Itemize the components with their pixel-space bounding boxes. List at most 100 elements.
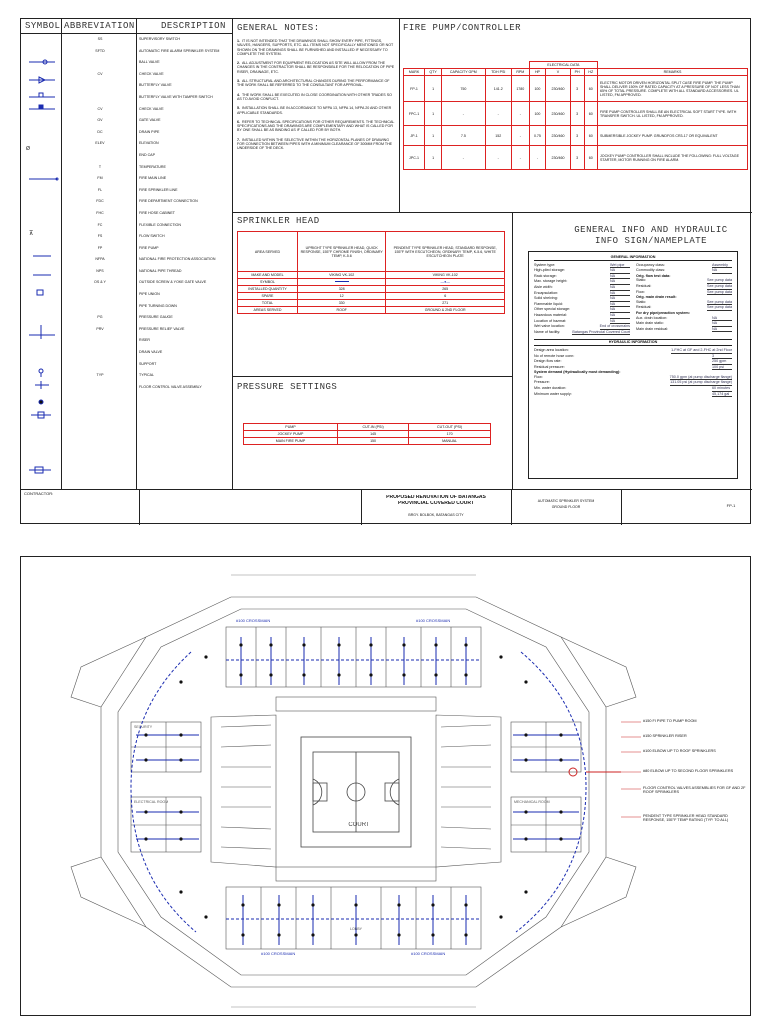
fp-hz: 60 [583, 125, 598, 146]
fp-gpm: 750 [441, 75, 486, 102]
fp-col-mark: MARK [403, 68, 426, 76]
legend-desc: PRESSURE RELIEF VALVE [139, 326, 185, 331]
legend-desc: SUPERVISORY SWITCH [139, 37, 180, 41]
legend-abbr [65, 83, 135, 95]
legend-symbols: Ø ⊼ [26, 59, 59, 474]
contractor-label: CONTRACTOR: [24, 491, 54, 496]
info-row: Aux. drain location:NA [636, 316, 732, 322]
legend-divider-3 [232, 19, 233, 489]
legend-desc: BUTTERFLY VALVE WITH TAMPER SWITCH [139, 94, 213, 99]
sh-pendent-value: 6 [385, 292, 505, 300]
legend-desc: CHECK VALVE [139, 71, 164, 76]
tb-divider [621, 489, 622, 525]
legend-header-rule [21, 33, 232, 34]
notes-divider [399, 19, 400, 212]
fire-pump-title: FIRE PUMP/CONTROLLER [403, 23, 522, 33]
legend-desc: FIRE MAIN LINE [139, 176, 167, 181]
legend-abbr [65, 95, 135, 107]
general-note: 1.IT IS NOT INTENDED THAT THE DRAWINGS S… [237, 39, 394, 56]
sh-pendent-value: 271 [385, 299, 505, 307]
legend-abbr: T [98, 164, 102, 169]
sh-upright-value: 330 [296, 299, 387, 307]
svg-text:⊼: ⊼ [29, 230, 33, 237]
fp-psi: - [484, 145, 512, 170]
project-location: BRGY. BOLBOK, BATANGAS CITY [408, 513, 464, 517]
notes-bottom-rule [232, 212, 752, 213]
legend-divider-1 [61, 19, 62, 489]
hydraulic-info-rows: Design area location:1-FHC at GF and 2-F… [534, 348, 732, 398]
info-row: Pressure:131.05 psi (at pump discharge f… [534, 380, 732, 387]
ps-cut-in: 145 [336, 430, 410, 438]
fp-hz: 60 [583, 145, 598, 170]
general-info-title-1: GENERAL INFO AND HYDRAULIC [574, 225, 728, 235]
general-note: 6.REFER TO TECHNICAL SPECIFICATIONS FOR … [237, 119, 395, 133]
legend-desc: FLOW SWITCH [139, 234, 165, 239]
legend-abbr: PG [97, 315, 103, 320]
general-information-heading: GENERAL INFORMATION [534, 255, 732, 261]
general-note: 2.ALL ADJUSTMENT FOR EQUIPMENT RELOCATIO… [237, 61, 395, 74]
general-note: 3.ALL STRUCTURAL AND ARCHITECTURAL CHANG… [237, 79, 390, 88]
info-row: Design flow rate:250 gpm [534, 359, 732, 365]
sh-label: MAKE AND MODEL [237, 271, 298, 279]
sprinkler-head-title: SPRINKLER HEAD [237, 216, 320, 226]
fp-gpm: - [441, 145, 486, 170]
top-rooms-block [225, 626, 482, 688]
sh-upright-value: VIKING VK-102 [296, 271, 387, 279]
fp-v: 230/460 [545, 145, 571, 170]
fp-col-v: V [545, 68, 571, 76]
sprinkler-heads [144, 643, 563, 937]
sh-col-upright: UPRIGHT TYPE SPRINKLER HEAD, QUICK RESPO… [296, 231, 387, 272]
sh-upright-symbol [296, 278, 387, 286]
ps-pump: MAIN FIRE PUMP [243, 437, 338, 445]
titleblock-rule [21, 489, 752, 490]
fp-v: 230/460 [545, 125, 571, 146]
legend-abbreviation-column: SS SFTD CV CV GV DC ELEV T FM FL FDC FHC… [65, 37, 135, 396]
legend-abbr: FP [97, 245, 103, 250]
seating-top [275, 696, 437, 712]
fp-col-psi: TDH PSI [484, 68, 512, 76]
legend-abbr: PRV [96, 326, 104, 331]
general-note: 5.INSTALLATION SHALL BE IN ACCORDANCE TO… [237, 106, 392, 115]
info-nameplate: GENERAL INFORMATION System type:Wet pipe… [528, 251, 738, 479]
legend-desc: FIRE DEPARTMENT CONNECTION [139, 199, 198, 204]
fp-col-rpm: RPM [510, 68, 530, 76]
general-note: 4.THE WORK SHALL BE EXECUTED IN CLOSE CO… [237, 92, 392, 101]
legend-desc: SUPPORT [139, 361, 157, 366]
legend-desc: ELEVATION [139, 141, 159, 146]
fp-mark: FPC-1 [403, 101, 426, 126]
fp-gpm: 7.5 [441, 125, 486, 146]
legend-desc: GATE VALVE [139, 118, 161, 123]
info-row: Encapsulation:NA [534, 291, 630, 297]
fp-ph: 3 [569, 75, 585, 102]
callout-floor-control-valves: FLOOR CONTROL VALVES ASSEMBLIES FOR GF A… [643, 786, 746, 795]
sheet-number: FP-1 [726, 503, 736, 508]
legend-desc: FLOOR CONTROL VALVE ASSEMBLY [139, 384, 202, 389]
sh-col-pendent: PENDENT TYPE SPRINKLER HEAD, STANDARD RE… [385, 231, 505, 272]
info-row: Static:See pump data [636, 278, 732, 284]
crossmain-label-bottom-right: #100 CROSSMAIN [411, 952, 446, 956]
info-divider [512, 212, 513, 489]
info-row: Residual:See pump data [636, 283, 732, 290]
legend-abbr: OS & Y [94, 280, 106, 285]
legend-header-abbreviation: ABBREVIATION [64, 21, 135, 31]
ps-cut-in: 150 [336, 437, 410, 445]
fp-hz: 60 [583, 101, 598, 126]
info-row: Aisle width:NA [534, 285, 630, 291]
fire-pump-table: ELECTRICAL DATA MARK QTY CAPACITY GPM TD… [403, 61, 748, 170]
court-label: COURT [348, 822, 370, 828]
tb-divider [361, 489, 362, 525]
info-row: Flow:750.0 gpm (at pump discharge flange… [534, 374, 732, 381]
legend-abbr: NFPA [95, 257, 105, 262]
fp-mark: FP-1 [403, 75, 426, 102]
upright-sprinkler-icon [334, 281, 349, 282]
legend-desc: PRESSURE GAUGE [139, 315, 173, 320]
fp-gpm: - [441, 101, 486, 126]
sheet-title-1: AUTOMATIC SPRINKLER SYSTEM [537, 499, 595, 503]
